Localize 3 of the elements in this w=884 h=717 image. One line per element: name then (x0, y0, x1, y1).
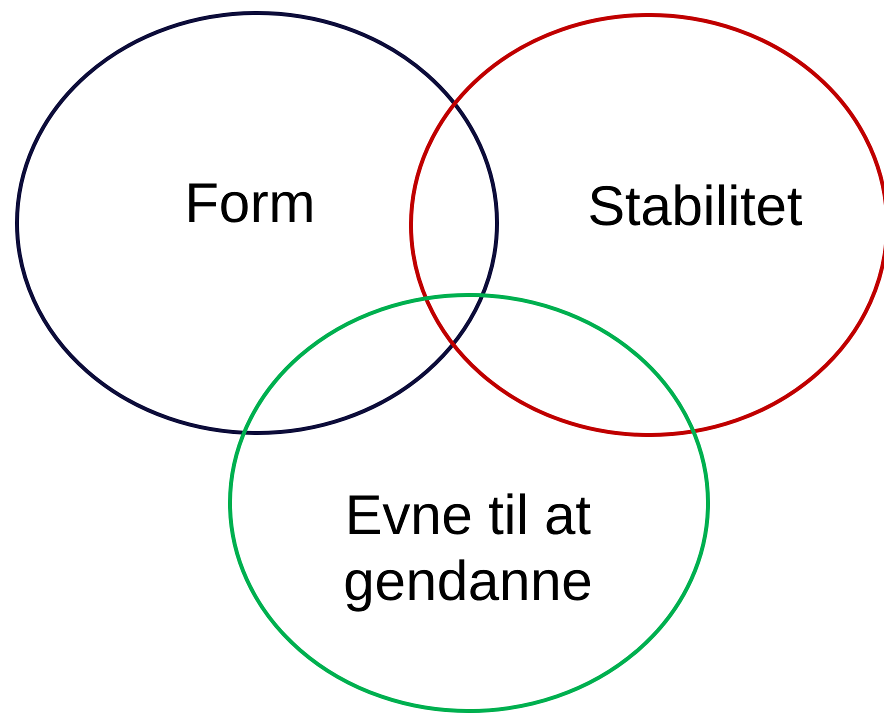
circle-label: Stabilitet (586, 173, 804, 239)
circle-label: Form (184, 170, 316, 236)
circle-label: Evne til at gendanne (342, 482, 594, 614)
